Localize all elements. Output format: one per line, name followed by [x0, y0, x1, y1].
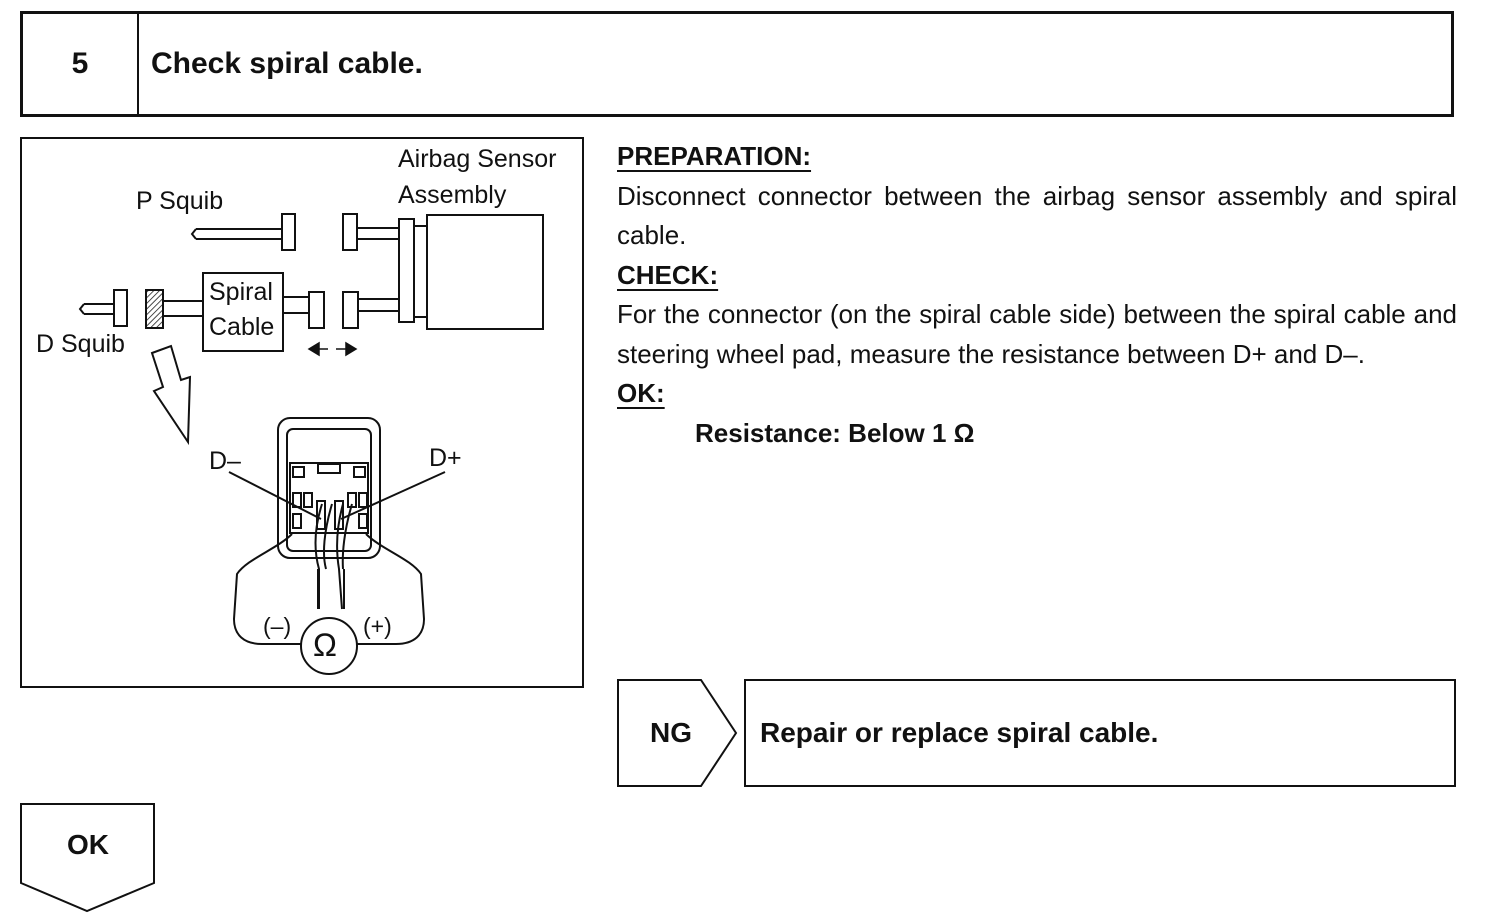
spiral-connector — [308, 291, 325, 329]
d-squib-connector — [113, 289, 128, 327]
ng-label: NG — [650, 717, 692, 748]
disconnect-arrow-left — [307, 341, 328, 357]
p-squib-plug — [190, 228, 283, 240]
p-connector-side — [342, 213, 358, 251]
disconnect-arrow-right — [336, 341, 358, 357]
d-squib-label: D Squib — [36, 330, 125, 358]
p-squib-label: P Squib — [136, 187, 224, 215]
spiral-cable-label-line2: Cable — [209, 313, 275, 341]
ok-heading: OK: — [617, 378, 665, 408]
ng-action-box: Repair or replace spiral cable. — [744, 679, 1456, 787]
p-squib-connector — [281, 213, 296, 251]
diagram-drawing — [78, 213, 544, 675]
terminal-d-minus — [316, 500, 326, 530]
step-number: 5 — [23, 14, 139, 114]
ohm-symbol: Ω — [313, 627, 337, 663]
ok-label: OK — [67, 829, 109, 860]
lead-minus-label: (–) — [263, 613, 292, 639]
leader-d-plus — [340, 471, 446, 520]
leader-d-minus — [228, 471, 322, 520]
check-heading: CHECK: — [617, 259, 719, 290]
step-title: Check spiral cable. — [151, 47, 423, 80]
connection-diagram: Airbag Sensor Assembly P Squib D Squib S… — [20, 137, 584, 688]
preparation-text: Disconnect connector between the airbag … — [617, 180, 1457, 251]
ohmmeter-circle — [300, 617, 358, 675]
step-header: 5 Check spiral cable. — [20, 11, 1454, 117]
airbag-sensor-body — [426, 214, 544, 330]
ng-arrow-tag — [617, 679, 738, 787]
d-plus-label: D+ — [429, 444, 462, 472]
pointer-arrow — [150, 344, 192, 446]
check-text: For the connector (on the spiral cable s… — [617, 299, 1457, 369]
ok-result: Resistance: Below 1 Ω — [695, 417, 975, 448]
airbag-sensor-label: Airbag Sensor — [398, 145, 557, 173]
sensor-connector — [342, 291, 359, 329]
ohmmeter-housing — [232, 533, 426, 645]
d-squib-plug — [78, 303, 114, 315]
preparation-heading: PREPARATION: — [617, 141, 812, 171]
d-minus-label: D– — [209, 447, 241, 475]
instructions: PREPARATION: Disconnect connector betwee… — [617, 137, 1457, 453]
spiral-cable-label: Spiral — [209, 278, 273, 306]
ok-arrow-tag — [20, 803, 155, 913]
airbag-sensor-label-line2: Assembly — [398, 181, 507, 209]
sensor-connector-plate — [398, 218, 415, 323]
lead-plus-label: (+) — [363, 613, 392, 639]
hatched-connector — [145, 289, 164, 329]
connector-face-outer — [277, 417, 381, 559]
